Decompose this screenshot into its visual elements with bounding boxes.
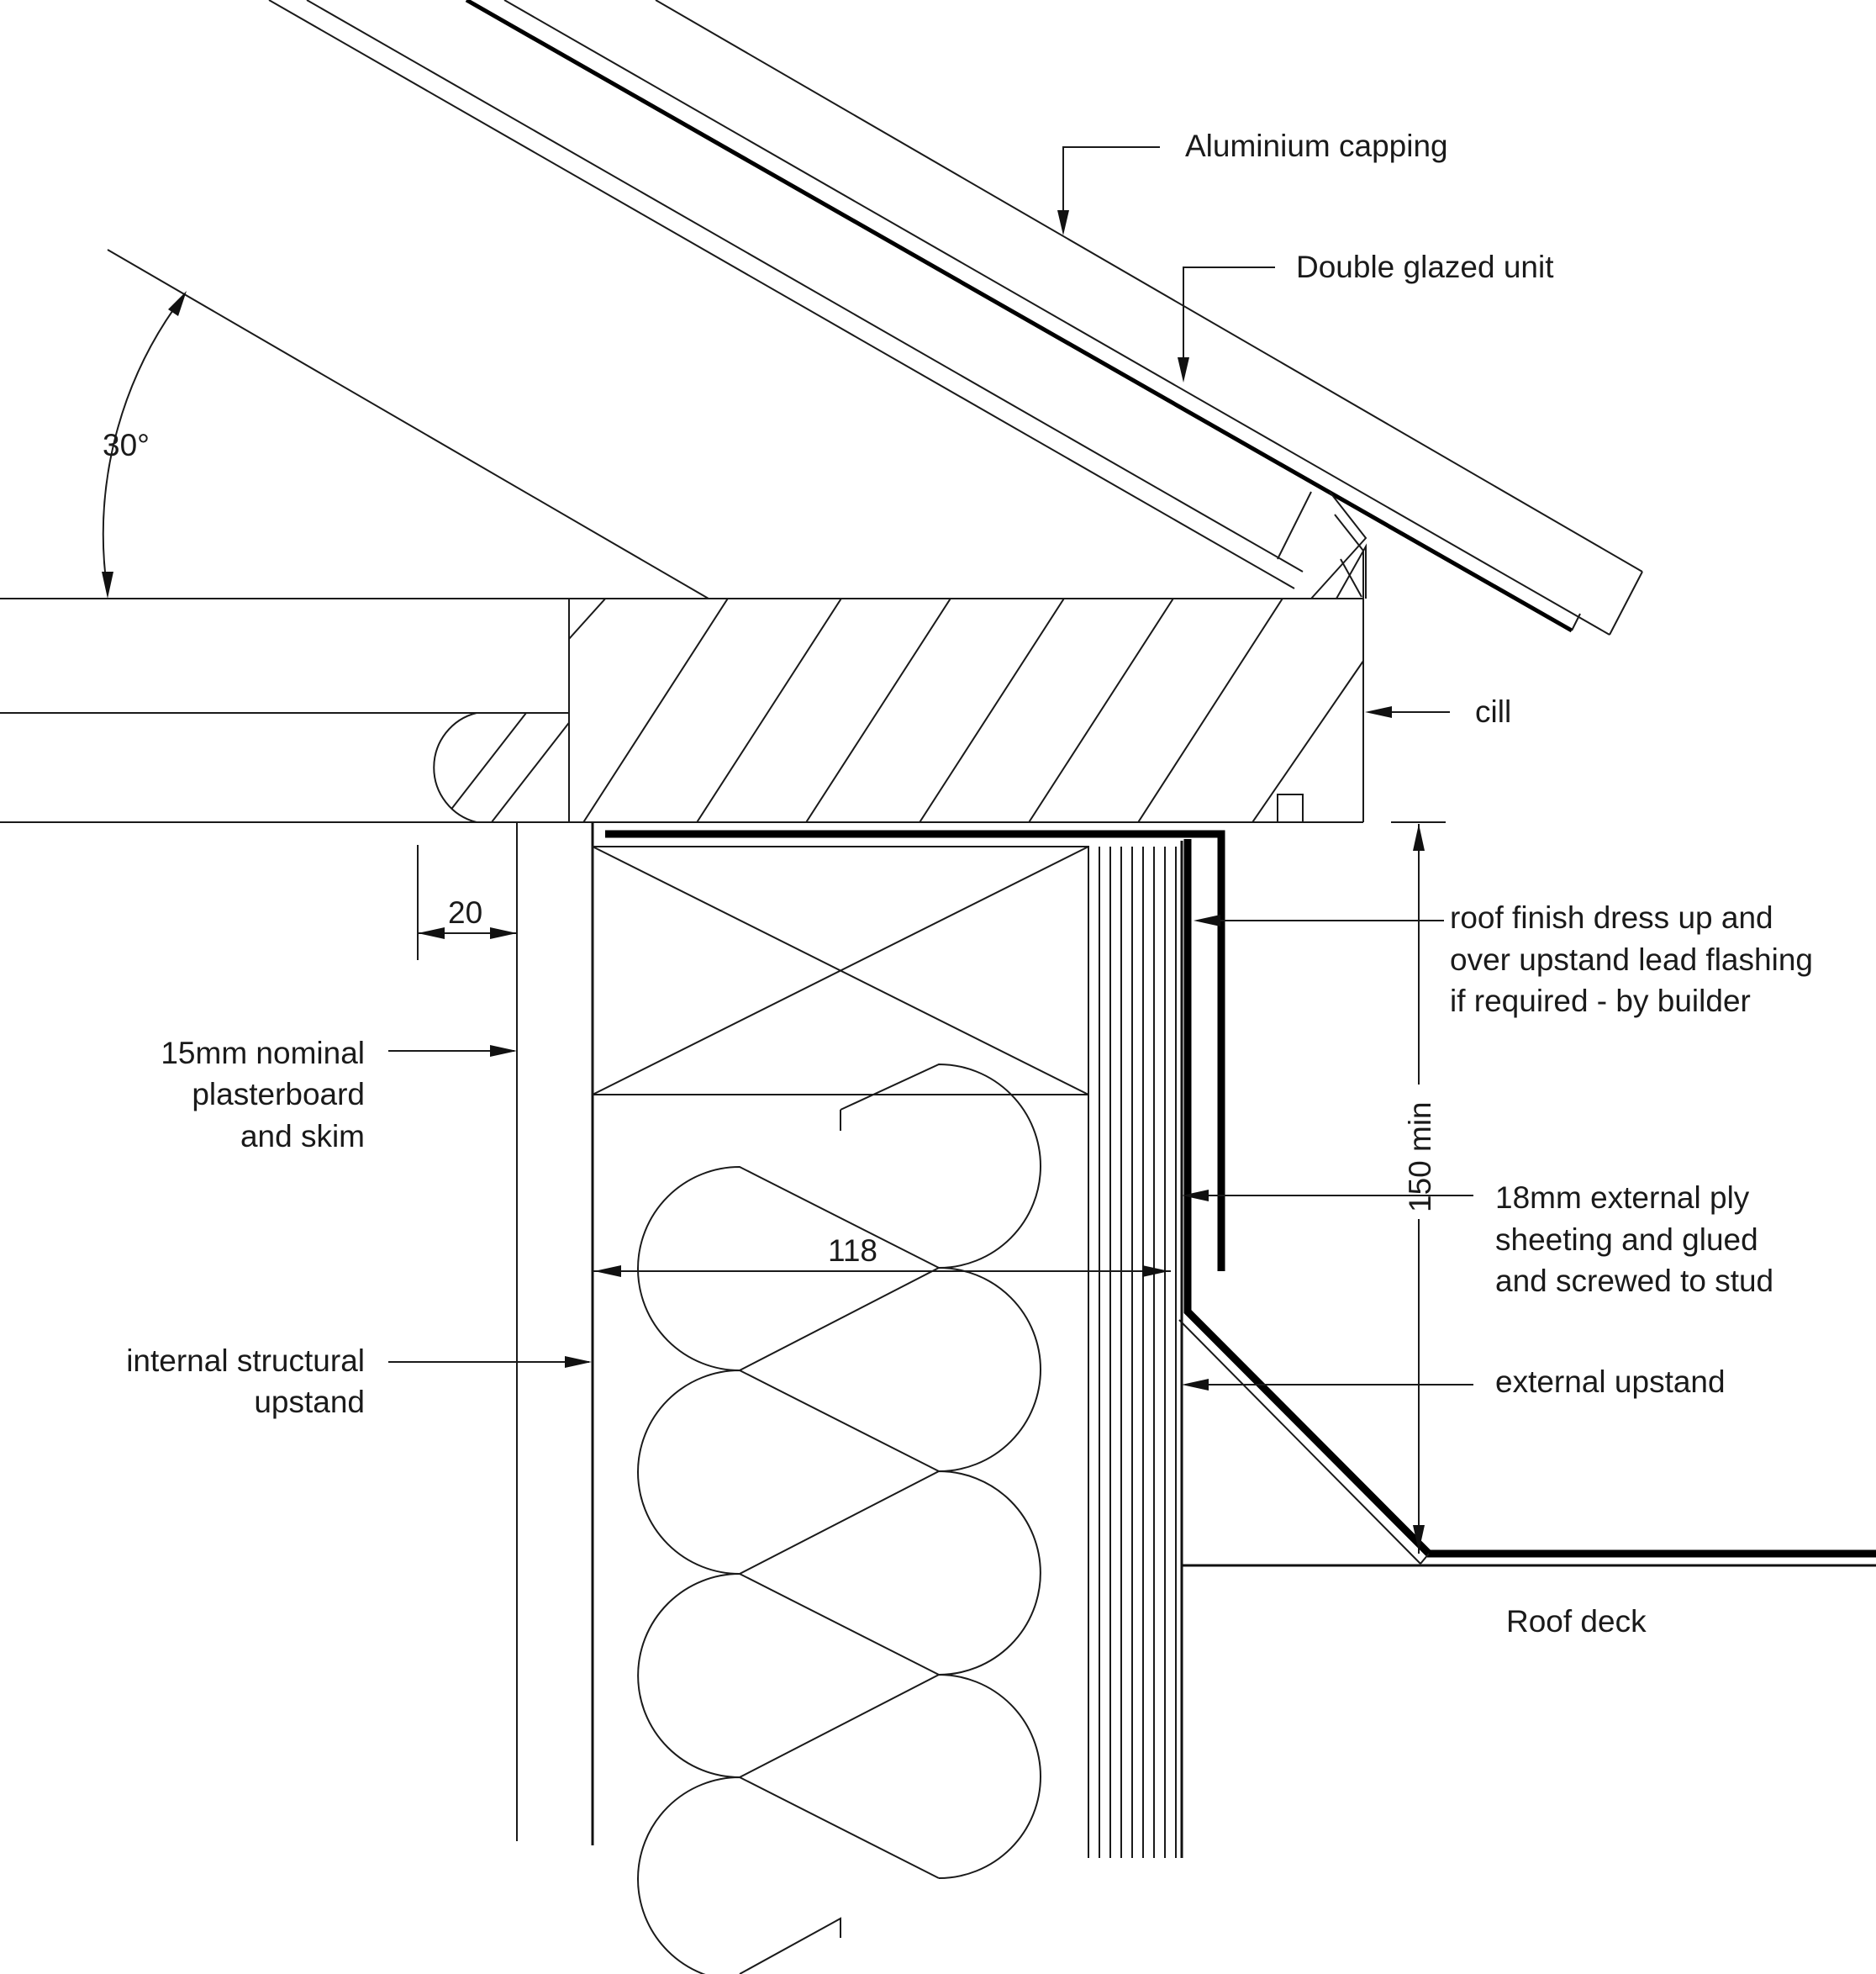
angle-dimension-label: 30°	[103, 428, 150, 462]
double-glazed-unit-label: Double glazed unit	[1296, 250, 1554, 284]
plasterboard-label-line2: plasterboard	[192, 1077, 365, 1111]
leader-double-glazed-unit	[1178, 267, 1275, 383]
leader-aluminium-capping	[1057, 146, 1160, 235]
gap-dimension-label: 20	[448, 895, 482, 930]
width-dimension-label: 118	[828, 1233, 877, 1268]
roof-finish-label-line2: over upstand lead flashing	[1450, 942, 1813, 977]
double-glazed-unit-shape	[268, 0, 1581, 633]
leader-plasterboard	[388, 1045, 517, 1057]
rafter-line	[107, 249, 709, 599]
gap-dimension	[417, 845, 517, 960]
insulation	[637, 1063, 1041, 1974]
glazing-bead	[1277, 491, 1367, 599]
cill-section	[0, 514, 1364, 823]
ply-sheeting-label-line1: 18mm external ply	[1495, 1180, 1750, 1215]
angle-dimension	[102, 291, 187, 599]
height-dimension	[1391, 821, 1446, 1554]
ply-sheeting-label-line2: sheeting and glued	[1495, 1222, 1758, 1257]
width-dimension	[593, 1265, 1171, 1277]
roof-deck-label: Roof deck	[1506, 1604, 1647, 1639]
plasterboard-label-line3: and skim	[240, 1119, 365, 1153]
ply-sheeting	[1088, 841, 1183, 1858]
plasterboard-label-line1: 15mm nominal	[161, 1036, 365, 1070]
roof-membrane	[605, 830, 1876, 1565]
height-dimension-label: 150 min	[1403, 1101, 1437, 1212]
leader-internal-upstand	[388, 1356, 592, 1368]
leader-roof-finish	[1194, 915, 1444, 926]
internal-upstand-label-line2: upstand	[254, 1385, 365, 1419]
leader-external-upstand	[1182, 1379, 1473, 1391]
aluminium-capping-shape	[503, 0, 1643, 636]
roof-finish-label-line1: roof finish dress up and	[1450, 900, 1773, 935]
internal-upstand-label-line1: internal structural	[126, 1343, 365, 1378]
ply-sheeting-label-line3: and screwed to stud	[1495, 1264, 1773, 1298]
timber-head-plate	[592, 846, 1089, 1095]
leader-cill	[1365, 706, 1450, 718]
aluminium-capping-label: Aluminium capping	[1185, 129, 1448, 163]
leader-ply-sheeting	[1182, 1190, 1473, 1201]
cill-label: cill	[1475, 694, 1511, 729]
external-upstand-label: external upstand	[1495, 1364, 1726, 1399]
roof-finish-label-line3: if required - by builder	[1450, 984, 1751, 1018]
